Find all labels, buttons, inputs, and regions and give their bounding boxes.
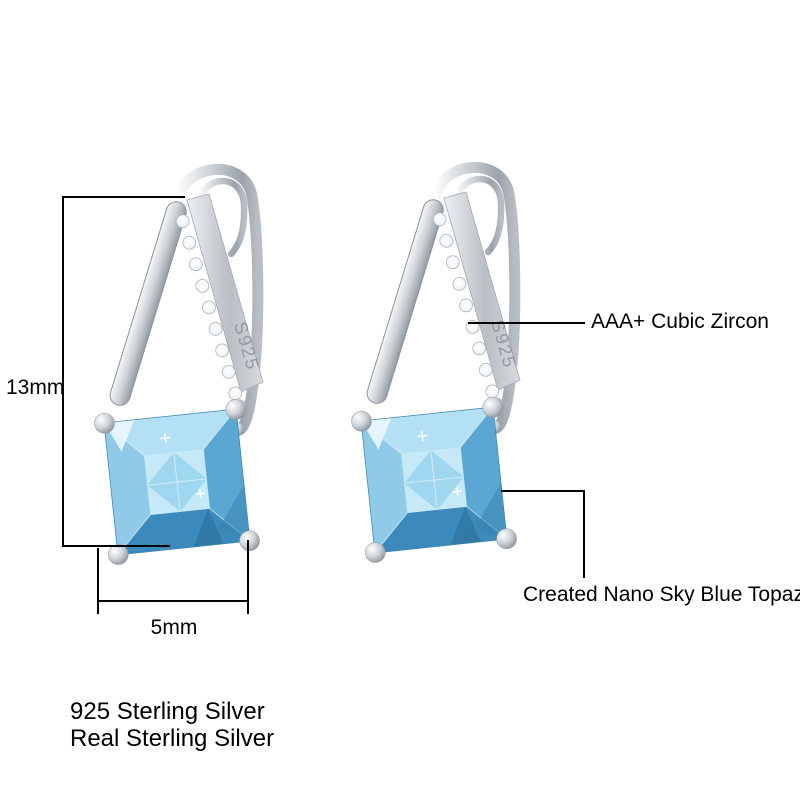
material-line-2: Real Sterling Silver (70, 725, 275, 752)
earring-right (350, 167, 520, 563)
topaz-callout-line-horizontal (501, 490, 584, 492)
width-dimension-right-tick (247, 540, 249, 614)
earring-left (93, 169, 263, 565)
topaz-callout-label: Created Nano Sky Blue Topaz (523, 583, 800, 606)
material-caption: 925 Sterling Silver Real Sterling Silver (70, 698, 274, 752)
topaz-callout-line-vertical (583, 490, 585, 578)
width-dimension-line (97, 600, 248, 602)
height-dimension-label: 13mm (6, 376, 65, 399)
width-dimension-label: 5mm (150, 616, 198, 639)
height-dimension-line (62, 196, 64, 545)
height-dimension-top-tick (62, 196, 185, 198)
height-dimension-bottom-tick (62, 545, 170, 547)
material-line-1: 925 Sterling Silver (70, 698, 265, 725)
width-dimension-left-tick (97, 548, 99, 614)
zircon-callout-line (468, 322, 585, 324)
zircon-callout-label: AAA+ Cubic Zircon (591, 310, 769, 333)
